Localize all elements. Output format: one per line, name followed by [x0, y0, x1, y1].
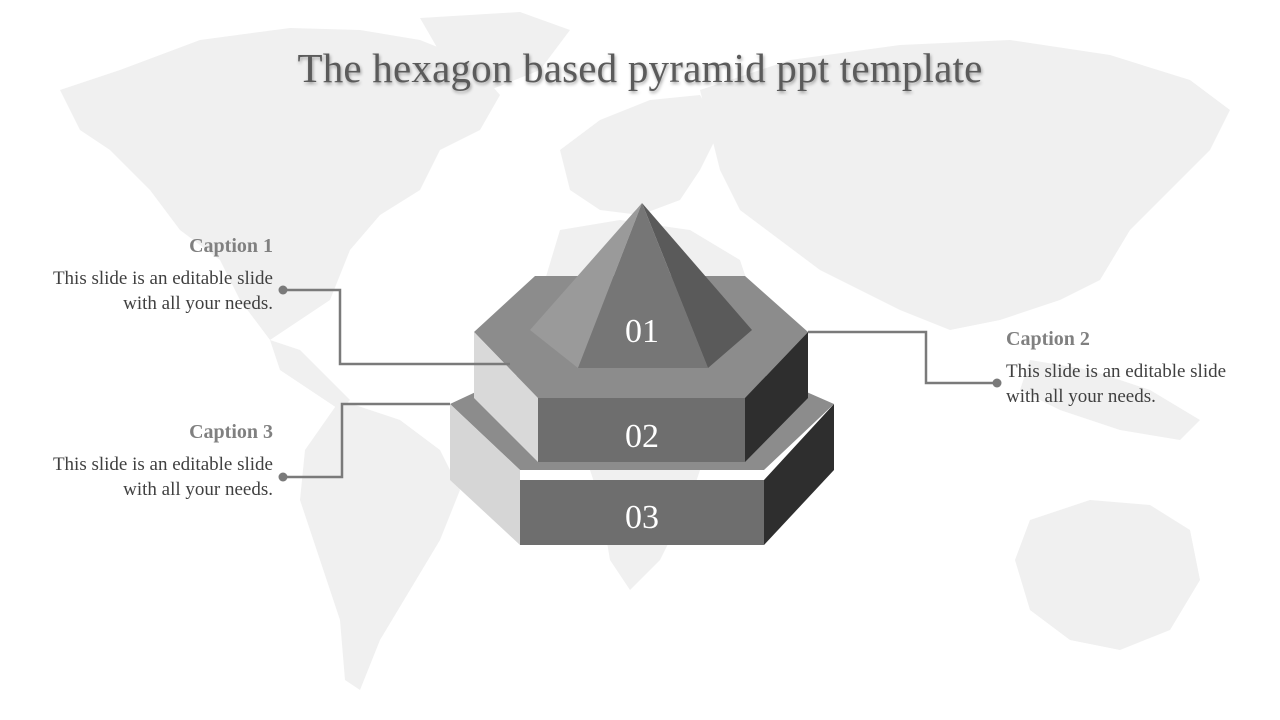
connector-caption-3 [283, 402, 450, 479]
map-se-asia [1020, 360, 1200, 440]
tier-2-right-side [745, 332, 808, 462]
map-central-america [270, 340, 350, 410]
slide-title: The hexagon based pyramid ppt template [297, 45, 983, 91]
caption-2-text: This slide is an editable slide with all… [1006, 361, 1227, 407]
caption-2-heading: Caption 2 [1006, 328, 1090, 350]
tier-1-label: 01 [625, 313, 659, 350]
connector-caption-1 [283, 288, 510, 366]
caption-1-text: This slide is an editable slide with all… [52, 268, 273, 314]
caption-1-heading: Caption 1 [189, 235, 273, 257]
caption-3-text: This slide is an editable slide with all… [52, 454, 273, 500]
connector-dot-caption-2 [992, 378, 1002, 388]
tier-1-left-face [530, 203, 642, 368]
tier-3-left-side [450, 404, 520, 545]
tier-1: 01 [530, 203, 752, 368]
map-north-america [60, 28, 500, 340]
map-asia [700, 40, 1230, 330]
map-south-america [300, 400, 460, 690]
map-europe [560, 95, 720, 215]
tier-1-right-face [642, 203, 752, 368]
tier-2-front [538, 398, 745, 462]
tier-3-right-side [764, 404, 834, 545]
tier-3-label: 03 [625, 499, 659, 536]
map-australia [1015, 500, 1200, 650]
tier-2-label: 02 [625, 418, 659, 455]
tier-1-front-face [578, 203, 708, 368]
connector-caption-2 [808, 330, 997, 385]
connector-dot-caption-1 [278, 285, 288, 295]
tier-3-front [520, 480, 764, 545]
connector-dot-caption-3 [278, 472, 288, 482]
caption-3-heading: Caption 3 [189, 421, 273, 443]
map-greenland [420, 12, 570, 90]
